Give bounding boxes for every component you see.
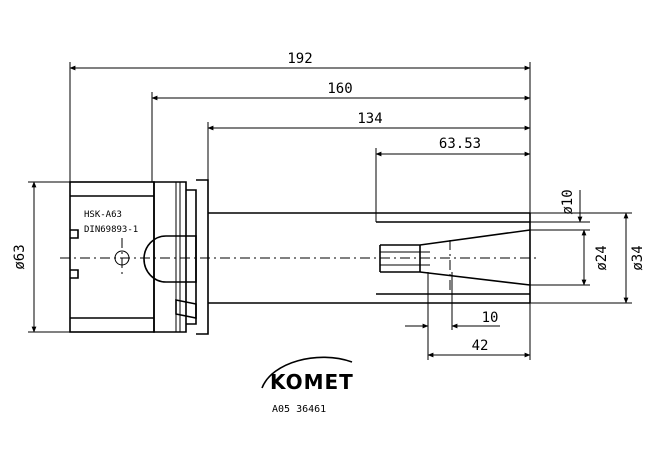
dim-10-label: 10 <box>482 310 499 326</box>
dim-dia10-label: ø10 <box>560 189 576 214</box>
bore-edge-lines <box>376 221 530 295</box>
dimension-134: 134 <box>207 111 531 180</box>
dim-dia63-label: ø63 <box>12 244 28 269</box>
hsk-label: HSK-A63 <box>84 210 122 220</box>
dimension-42: 42 <box>427 303 531 360</box>
center-hole <box>114 250 130 266</box>
din-label: DIN69893-1 <box>84 225 138 235</box>
hsk-shank <box>69 181 155 333</box>
tool-holder-body <box>69 179 531 335</box>
flange-collar <box>196 179 209 335</box>
dim-dia34-label: ø34 <box>630 245 646 270</box>
dimension-10: 10 <box>405 272 500 360</box>
dimension-dia34: ø34 <box>530 212 646 304</box>
dimension-63-53: 63.53 <box>375 136 531 222</box>
dim-dia24-label: ø24 <box>594 245 610 270</box>
drive-slot <box>175 299 197 319</box>
flange-body <box>153 181 187 333</box>
centerlines <box>60 238 540 290</box>
retention-bolt <box>143 235 197 283</box>
dimension-192: 192 <box>69 51 531 213</box>
dim-192-label: 192 <box>287 51 312 67</box>
shank-chamfer-lines <box>70 195 154 319</box>
dimension-dia24: ø24 <box>530 229 610 286</box>
dim-134-label: 134 <box>357 111 382 127</box>
komet-logo: KOMET A05 36461 <box>261 356 354 415</box>
keyway-notches <box>70 229 79 279</box>
logo-text: KOMET <box>270 370 354 394</box>
logo-swoosh <box>261 356 353 389</box>
dim-63-53-label: 63.53 <box>439 136 481 152</box>
article-number: A05 36461 <box>272 404 326 415</box>
dim-42-label: 42 <box>472 338 489 354</box>
dimension-dia10: ø10 <box>530 189 590 231</box>
dimension-160: 160 <box>151 81 531 182</box>
coolant-bore <box>380 251 430 266</box>
dimension-dia63: ø63 <box>12 181 70 333</box>
dim-160-label: 160 <box>327 81 352 97</box>
